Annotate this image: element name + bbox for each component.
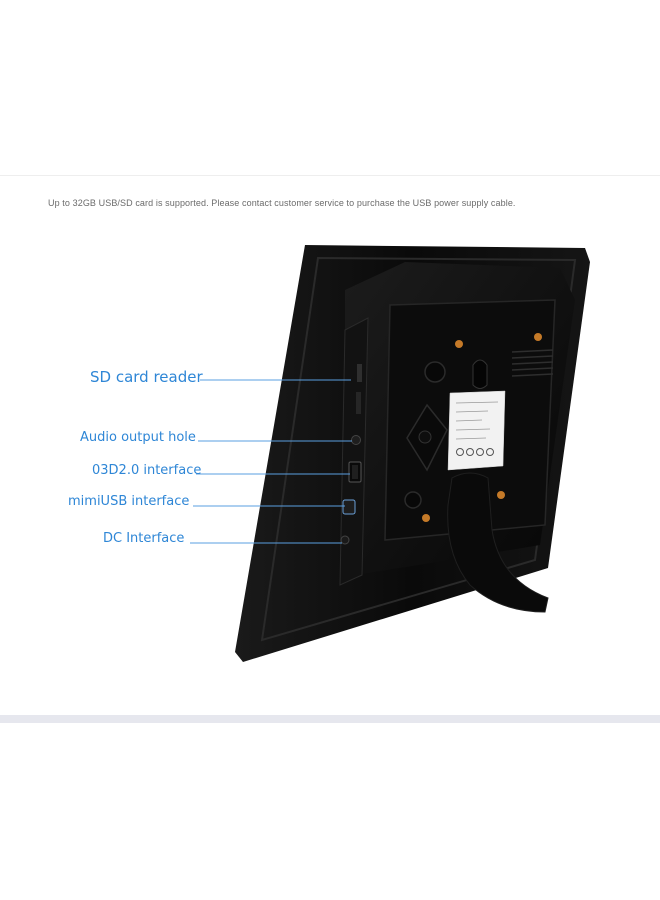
callout-sd-card-reader: SD card reader bbox=[90, 368, 203, 386]
port-side-panel bbox=[339, 317, 369, 586]
wall-mount-hole bbox=[472, 359, 488, 389]
screw-hole bbox=[422, 514, 430, 522]
top-button bbox=[424, 361, 446, 383]
mini-usb-port bbox=[342, 499, 356, 515]
rating-label bbox=[447, 390, 506, 471]
callout-usb-interface: 03D2.0 interface bbox=[92, 463, 202, 478]
screw-hole bbox=[534, 333, 542, 341]
label-lines bbox=[455, 401, 499, 440]
screw-hole bbox=[455, 340, 463, 348]
callout-lines bbox=[190, 379, 352, 544]
kickstand bbox=[447, 472, 549, 613]
screw-hole bbox=[497, 491, 505, 499]
support-note: Up to 32GB USB/SD card is supported. Ple… bbox=[48, 198, 516, 208]
dc-port bbox=[340, 535, 350, 545]
audio-jack bbox=[351, 435, 361, 445]
bottom-button bbox=[404, 491, 422, 509]
vent-grille bbox=[511, 349, 554, 377]
callout-dc-interface: DC Interface bbox=[103, 531, 185, 546]
bottom-divider bbox=[0, 715, 660, 723]
sd-slot-2 bbox=[356, 392, 361, 414]
center-button bbox=[418, 430, 432, 444]
cert-marks bbox=[456, 448, 494, 456]
callout-mini-usb: mimiUSB interface bbox=[68, 494, 190, 509]
usb-port-inner bbox=[352, 465, 358, 479]
sd-slot bbox=[357, 364, 362, 382]
callout-audio-output: Audio output hole bbox=[80, 430, 196, 445]
frame-rim bbox=[260, 256, 577, 642]
